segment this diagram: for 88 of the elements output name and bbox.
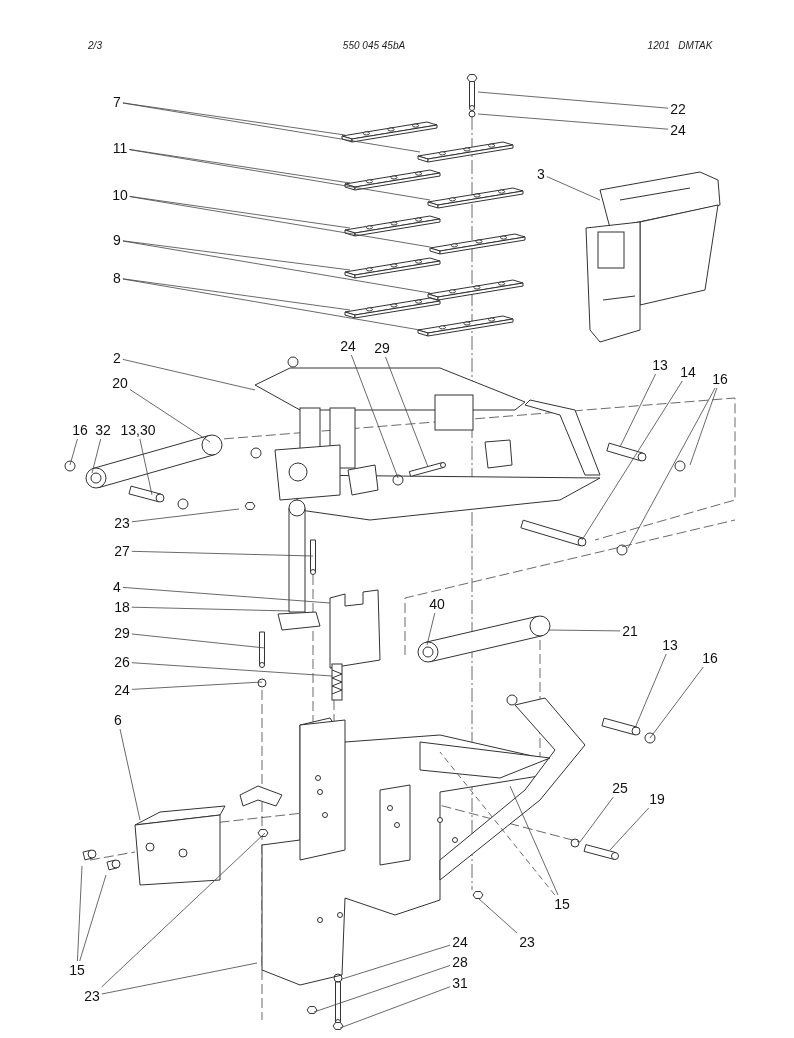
callout-number: 29 [113, 625, 131, 641]
leader-line [122, 240, 431, 294]
header-text: 1201 DMTAK [647, 39, 713, 51]
callout-number: 22 [669, 101, 687, 117]
leader-line [122, 587, 331, 604]
leader-line [313, 965, 451, 1013]
callout-number: 20 [111, 375, 129, 391]
callout-number: 32 [94, 422, 112, 438]
callout-number: 19 [648, 791, 666, 807]
leader-line [341, 944, 451, 980]
callout-number: 16 [711, 371, 729, 387]
leader-line [91, 438, 102, 474]
callout-number: 16 [71, 422, 89, 438]
leader-line [509, 785, 559, 896]
leader-line [581, 380, 683, 541]
leader-line [79, 874, 107, 962]
leader-line [439, 751, 556, 896]
callout-number: 18 [113, 599, 131, 615]
callout-number: 4 [112, 579, 122, 595]
callout-number: 23 [518, 934, 536, 950]
leader-line [77, 865, 83, 962]
callout-number: 23 [83, 988, 101, 1004]
callout-number: 10 [111, 187, 129, 203]
callout-number: 24 [451, 934, 469, 950]
callout-number: 13,30 [119, 422, 157, 438]
callout-number: 13 [661, 637, 679, 653]
leader-line [119, 728, 141, 821]
leader-line [339, 986, 451, 1029]
header-text: 550 045 45bA [342, 39, 406, 51]
leader-line [122, 278, 351, 311]
leader-line [689, 387, 718, 466]
callout-number: 23 [113, 515, 131, 531]
leader-line [634, 653, 667, 729]
callout-number: 31 [451, 975, 469, 991]
callout-number: 24 [669, 122, 687, 138]
leader-line [579, 796, 614, 843]
callout-number: 24 [113, 682, 131, 698]
callout-number: 26 [113, 654, 131, 670]
leader-line [351, 354, 399, 479]
callout-number: 9 [112, 232, 122, 248]
leader-line [69, 438, 78, 466]
callout-number: 13 [651, 357, 669, 373]
leader-line [129, 389, 211, 443]
callout-number: 16 [701, 650, 719, 666]
callout-number: 7 [112, 94, 122, 110]
leader-line [385, 356, 429, 468]
leader-line [131, 681, 263, 690]
leader-line [122, 359, 256, 391]
leader-line [128, 149, 431, 201]
leader-line [129, 196, 431, 248]
leader-line [122, 102, 421, 153]
callout-number: 40 [428, 596, 446, 612]
callout-number: 24 [339, 338, 357, 354]
leader-line [131, 633, 266, 649]
leader-line [139, 438, 153, 496]
leader-line [122, 102, 346, 136]
leader-line [477, 897, 518, 934]
leader-line [131, 606, 291, 612]
leader-line [547, 629, 621, 632]
callout-number: 28 [451, 954, 469, 970]
leader-line [131, 550, 314, 557]
callout-number: 11 [111, 140, 129, 156]
callout-number: 2 [112, 350, 122, 366]
leader-line [131, 662, 333, 677]
callout-number: 8 [112, 270, 122, 286]
callout-number: 27 [113, 543, 131, 559]
leader-line [627, 387, 716, 549]
leader-line [101, 832, 266, 988]
leader-line [477, 91, 669, 109]
leader-line [649, 666, 704, 739]
callout-number: 15 [553, 896, 571, 912]
callout-number: 25 [611, 780, 629, 796]
leader-line [609, 807, 650, 851]
callout-number: 29 [373, 340, 391, 356]
header-text: 2/3 [88, 39, 102, 51]
callout-number: 15 [68, 962, 86, 978]
leader-line [619, 373, 656, 448]
callout-number: 21 [621, 623, 639, 639]
leader-line [122, 278, 421, 331]
leader-line [477, 113, 669, 130]
callout-number: 14 [679, 364, 697, 380]
leader-line [122, 240, 351, 271]
leader-line [131, 508, 240, 523]
leader-line [101, 962, 258, 995]
leader-line [546, 176, 601, 201]
callout-number: 6 [113, 712, 123, 728]
leader-line [426, 612, 436, 646]
callout-number: 3 [536, 166, 546, 182]
